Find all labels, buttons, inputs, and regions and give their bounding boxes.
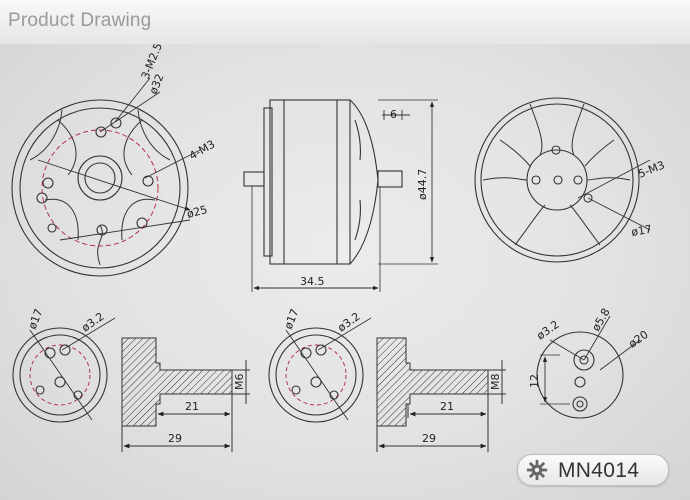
gear-icon: [526, 459, 548, 481]
shaft-length-label: 6: [390, 108, 397, 121]
rear-pcd-label: ø17: [630, 223, 653, 239]
side-view: [243, 99, 438, 292]
plate-bore-label: ø5.8: [589, 306, 612, 333]
plate-spacing-label: 12: [528, 374, 541, 388]
mount-holes-inner-label: 4-M3: [187, 138, 217, 163]
rear-holes-label: 5-M3: [636, 158, 666, 180]
model-badge: MN4014: [517, 454, 669, 486]
prop-adapter-a-side: [121, 337, 250, 452]
front-view: [11, 77, 201, 277]
adapter-b-inner-length: 21: [440, 400, 454, 413]
adapter-a-hole-label: ø3.2: [79, 310, 106, 335]
technical-drawing: 3-M2.5 ø32 4-M3 ø25 6 ø44.7 34.5: [11, 44, 667, 452]
prop-adapter-b-front: [268, 317, 372, 423]
adapter-b-pcd-label: ø17: [282, 307, 302, 331]
rear-view: [474, 97, 651, 263]
adapter-b-total-length: 29: [422, 432, 436, 445]
adapter-a-inner-length: 21: [185, 400, 199, 413]
prop-adapter-b-side: [376, 337, 506, 452]
pcd-inner-label: ø25: [185, 203, 208, 221]
diameter-label: ø44.7: [416, 169, 429, 200]
adapter-a-total-length: 29: [168, 432, 182, 445]
prop-adapter-a-front: [12, 317, 116, 423]
page-title: Product Drawing: [8, 10, 152, 31]
adapter-plate: [536, 315, 641, 419]
model-label: MN4014: [558, 459, 640, 482]
height-label: 34.5: [300, 275, 325, 288]
drawing-area: 3-M2.5 ø32 4-M3 ø25 6 ø44.7 34.5: [0, 44, 690, 500]
adapter-a-pcd-label: ø17: [26, 307, 46, 331]
adapter-a-thread: M6: [233, 374, 246, 391]
adapter-b-hole-label: ø3.2: [335, 310, 362, 335]
header-bar: Product Drawing: [0, 0, 690, 45]
adapter-b-thread: M8: [489, 374, 502, 391]
